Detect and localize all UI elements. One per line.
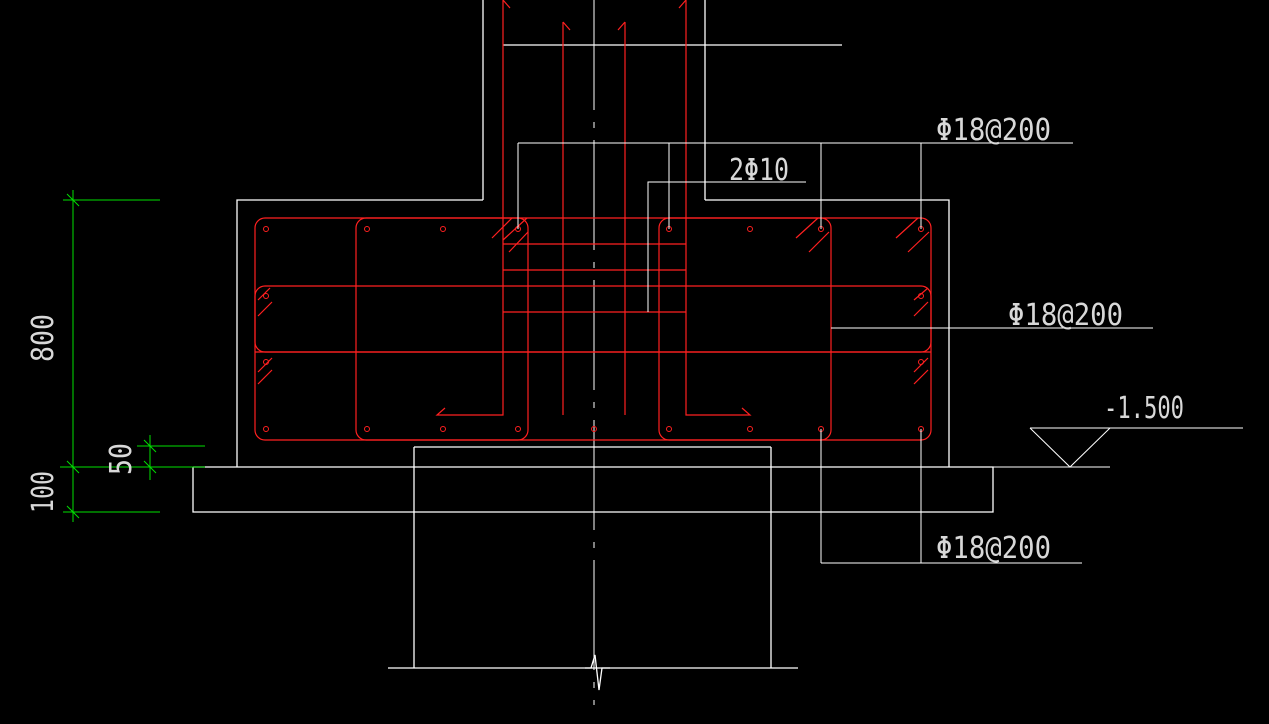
rebar-dots (263, 226, 924, 432)
label-rebar-side: Φ18@200 (1008, 298, 1123, 333)
dimension-cushion: 100 (26, 471, 61, 513)
label-rebar-bottom: Φ18@200 (936, 531, 1051, 566)
dimension-total-height: 800 (26, 314, 61, 362)
label-rebar-stirrup: 2Φ10 (729, 153, 789, 188)
dimension-cover: 50 (104, 443, 139, 475)
concrete-outline (192, 0, 994, 691)
leader-lines (517, 142, 1243, 564)
label-rebar-top: Φ18@200 (936, 113, 1051, 148)
dimension-lines (60, 190, 205, 522)
rebar-group (254, 0, 932, 441)
label-elevation: -1.500 (1104, 391, 1184, 426)
